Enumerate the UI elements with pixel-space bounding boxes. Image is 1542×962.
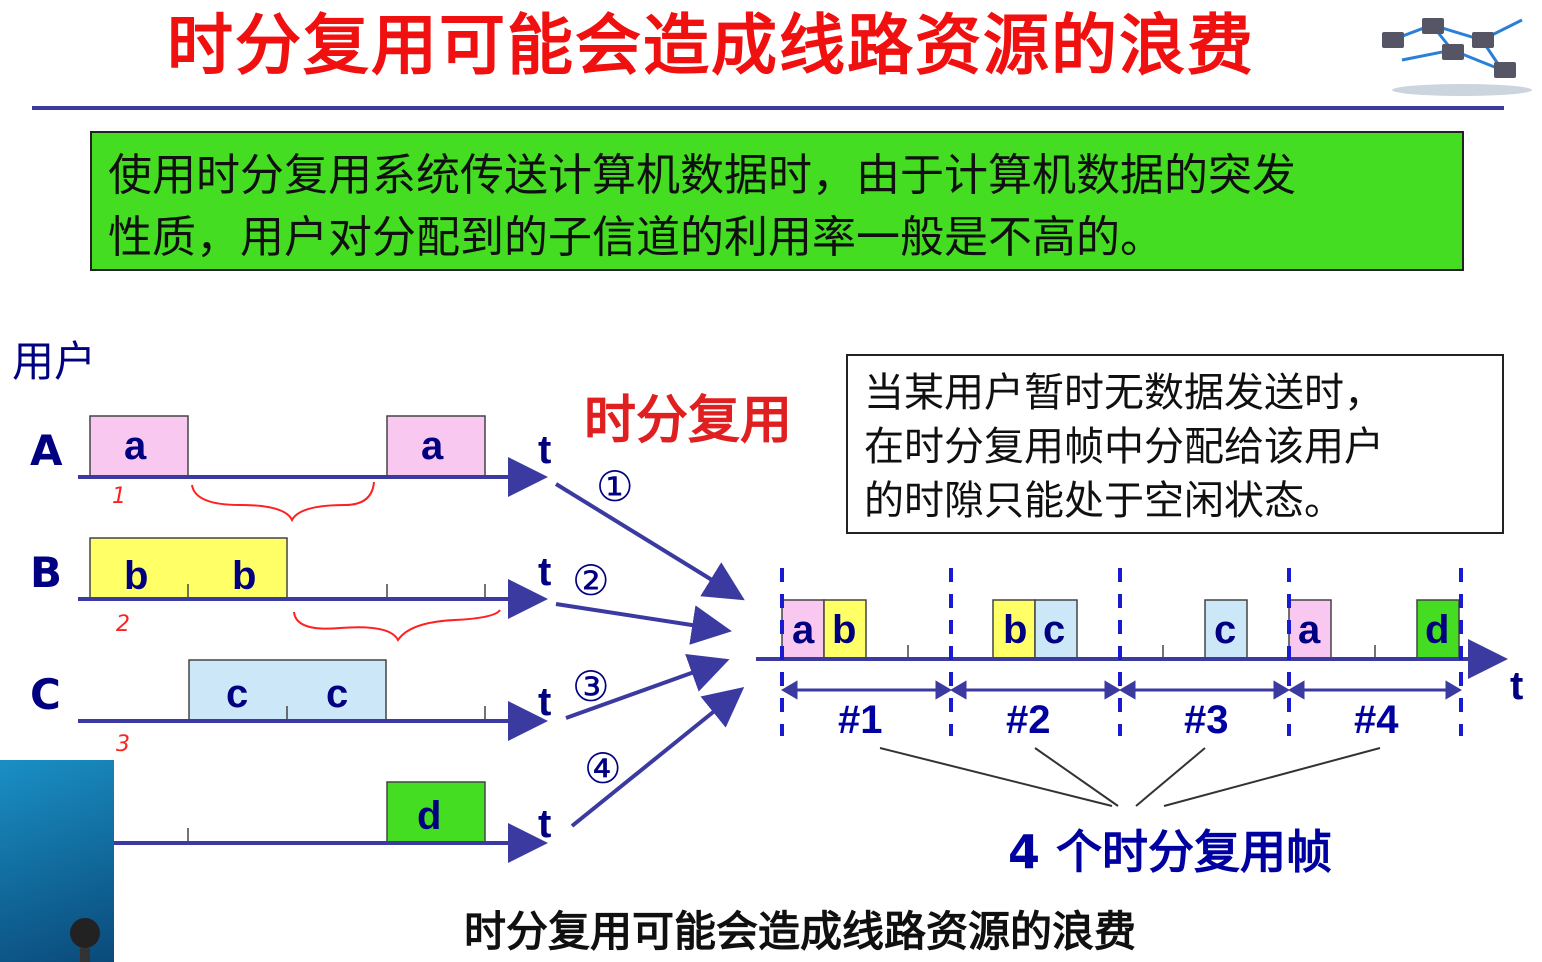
note-line-2: 在时分复用帧中分配给该用户 (864, 420, 1486, 474)
block-d-label: d (417, 794, 441, 839)
webcam-lens-icon (70, 918, 100, 948)
tdm-slot-a1-label: a (792, 608, 814, 653)
block-a-2-label: a (421, 424, 443, 469)
idle-brace-b (294, 610, 500, 640)
annotation-2: 2 (116, 612, 130, 637)
channel-marker-4: ④ (584, 744, 622, 793)
annotation-3: 3 (116, 732, 130, 757)
webcam-stand-icon (80, 948, 90, 962)
tdm-slot-c3-label: c (1214, 608, 1236, 653)
block-c-2-label: c (326, 672, 348, 717)
tdm-slot-d4-label: d (1425, 608, 1449, 653)
block-b-1-label: b (124, 554, 148, 599)
note-line-3: 的时隙只能处于空闲状态。 (864, 474, 1486, 528)
channel-marker-1: ① (596, 462, 634, 511)
time-label-c: t (538, 680, 551, 725)
block-c-1-label: c (226, 672, 248, 717)
row-label-b: B (30, 548, 62, 597)
block-a-1-label: a (124, 424, 146, 469)
idle-slot-note: 当某用户暂时无数据发送时， 在时分复用帧中分配给该用户 的时隙只能处于空闲状态。 (846, 354, 1504, 534)
channel-marker-2: ② (572, 556, 610, 605)
annotation-1: 1 (112, 484, 126, 509)
row-label-a: A (30, 426, 63, 475)
idle-brace-a (192, 482, 374, 520)
frame-label-4: #4 (1354, 698, 1399, 743)
frames-caption: 4 个时分复用帧 (1008, 816, 1332, 882)
row-label-c: C (30, 670, 61, 719)
time-label-d: t (538, 802, 551, 847)
webcam-overlay (0, 760, 114, 962)
bottom-caption: 时分复用可能会造成线路资源的浪费 (0, 898, 1542, 959)
tdm-slot-c2-label: c (1043, 608, 1065, 653)
time-label-b: t (538, 550, 551, 595)
tdm-slot-b1-label: b (832, 608, 856, 653)
channel-marker-3: ③ (572, 662, 610, 711)
frame-label-3: #3 (1184, 698, 1229, 743)
frame-label-2: #2 (1006, 698, 1051, 743)
tdm-slot-a4-label: a (1298, 608, 1320, 653)
frame-label-1: #1 (838, 698, 883, 743)
time-label-tdm: t (1510, 664, 1523, 709)
tdm-label: 时分复用 (584, 378, 792, 453)
note-line-1: 当某用户暂时无数据发送时， (864, 366, 1486, 420)
time-label-a: t (538, 428, 551, 473)
channel-arrow-2 (556, 604, 724, 630)
tdm-slot-b2-label: b (1003, 608, 1027, 653)
block-b-2-label: b (232, 554, 256, 599)
caption-connectors (880, 748, 1380, 806)
